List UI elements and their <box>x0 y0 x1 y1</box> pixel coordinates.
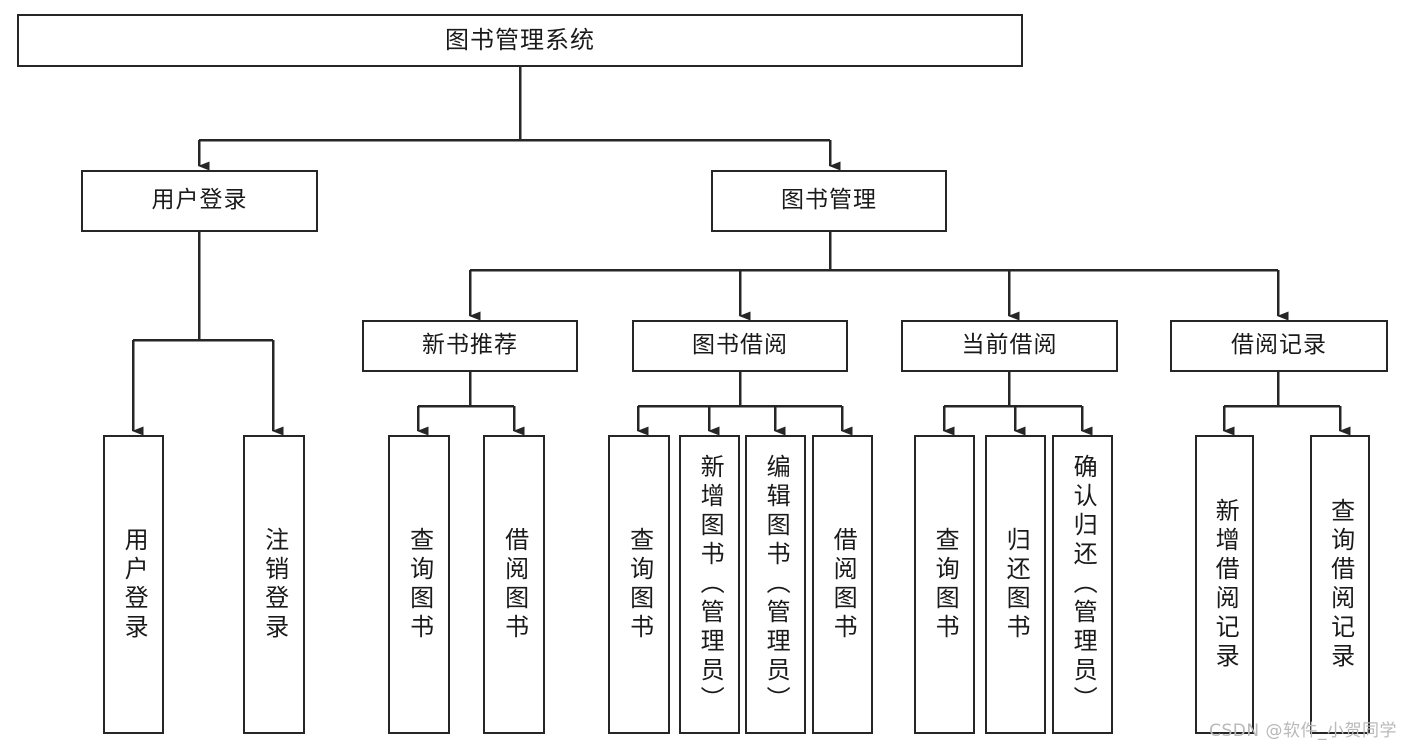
leaf-add-book-admin[interactable]: 新增图书（管理员） <box>679 435 740 734</box>
leaf-query-books-newbook[interactable]: 查询图书 <box>388 435 450 734</box>
node-label: 注销登录 <box>260 526 289 643</box>
node-current-borrow[interactable]: 当前借阅 <box>901 320 1118 372</box>
node-label: 确认归还（管理员） <box>1069 454 1098 715</box>
node-new-book-recommend[interactable]: 新书推荐 <box>362 320 578 372</box>
node-label: 图书借阅 <box>692 332 788 359</box>
node-label: 查询图书 <box>405 526 434 643</box>
node-label: 用户登录 <box>151 187 248 214</box>
node-user-login[interactable]: 用户登录 <box>81 170 318 232</box>
leaf-edit-book-admin[interactable]: 编辑图书（管理员） <box>745 435 806 734</box>
leaf-return-books[interactable]: 归还图书 <box>985 435 1046 734</box>
leaf-logout[interactable]: 注销登录 <box>243 435 305 734</box>
node-label: 查询图书 <box>931 526 960 643</box>
node-label: 新增借阅记录 <box>1211 497 1240 672</box>
node-label: 当前借阅 <box>961 332 1058 359</box>
leaf-query-books-borrow[interactable]: 查询图书 <box>608 435 670 734</box>
node-book-management-system[interactable]: 图书管理系统 <box>17 14 1023 67</box>
leaf-borrow-books-newbook[interactable]: 借阅图书 <box>483 435 545 734</box>
leaf-confirm-return-admin[interactable]: 确认归还（管理员） <box>1052 435 1113 734</box>
node-label: 用户登录 <box>120 526 149 643</box>
node-label: 归还图书 <box>1002 526 1031 643</box>
leaf-borrow-books[interactable]: 借阅图书 <box>812 435 873 734</box>
node-label: 图书管理 <box>781 187 877 214</box>
leaf-query-books-current[interactable]: 查询图书 <box>914 435 975 734</box>
node-book-management[interactable]: 图书管理 <box>711 170 947 232</box>
node-label: 查询借阅记录 <box>1326 497 1355 672</box>
node-label: 新书推荐 <box>422 332 518 359</box>
node-label: 查询图书 <box>625 526 654 643</box>
node-label: 编辑图书（管理员） <box>762 454 791 715</box>
node-label: 借阅图书 <box>500 526 529 643</box>
node-label: 图书管理系统 <box>445 26 595 55</box>
node-label: 新增图书（管理员） <box>696 454 725 715</box>
node-borrow-records[interactable]: 借阅记录 <box>1170 320 1388 372</box>
node-label: 借阅记录 <box>1231 332 1327 359</box>
leaf-user-login[interactable]: 用户登录 <box>103 435 164 734</box>
leaf-query-borrow-record[interactable]: 查询借阅记录 <box>1310 435 1370 734</box>
node-book-borrow[interactable]: 图书借阅 <box>632 320 848 372</box>
watermark: CSDN @软件_小贺同学 <box>1209 721 1397 741</box>
node-label: 借阅图书 <box>829 526 858 643</box>
leaf-add-borrow-record[interactable]: 新增借阅记录 <box>1195 435 1254 734</box>
